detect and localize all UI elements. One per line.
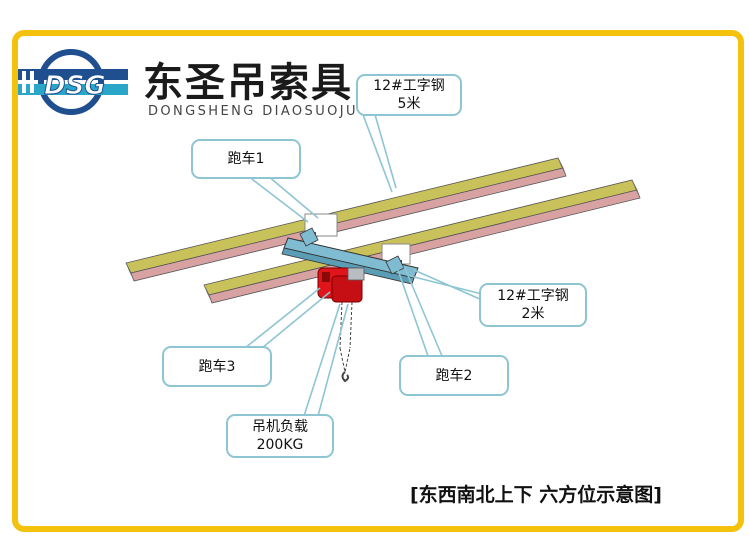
- callout-trolley-2: 跑车2: [399, 355, 509, 396]
- callout-beam-long-line1: 12#工字钢: [373, 78, 445, 94]
- company-name-cn: 东圣吊索具: [143, 59, 353, 106]
- dsg-logo-icon: DSG: [18, 49, 128, 115]
- long-i-beam-front: [203, 179, 641, 304]
- callout-trolley-3-label: 跑车3: [198, 358, 236, 375]
- short-cross-beam: [281, 227, 419, 285]
- leader-lines: [244, 103, 483, 417]
- callout-beam-long: 12#工字钢 5米: [356, 74, 462, 116]
- callout-hoist-load-line1: 吊机负载: [252, 419, 308, 435]
- company-name-en: DONGSHENG DIAOSUOJU: [148, 104, 358, 119]
- long-i-beam-back: [125, 157, 567, 282]
- callout-beam-short-line2: 2米: [521, 306, 545, 322]
- callout-hoist-load-line2: 200KG: [256, 437, 304, 453]
- svg-text:DSG: DSG: [44, 71, 106, 101]
- callout-trolley-2-label: 跑车2: [435, 367, 473, 384]
- callout-hoist-load: 吊机负载 200KG: [226, 414, 334, 458]
- callout-beam-short: 12#工字钢 2米: [479, 283, 587, 327]
- electric-hoist: [317, 267, 365, 383]
- callout-trolley-1-label: 跑车1: [227, 151, 265, 167]
- diagram-caption: [东西南北上下 六方位示意图]: [410, 484, 662, 506]
- callout-beam-long-line2: 5米: [397, 96, 421, 112]
- callout-trolley-3: 跑车3: [162, 346, 272, 387]
- callout-trolley-1: 跑车1: [191, 139, 301, 179]
- callout-beam-short-line1: 12#工字钢: [497, 288, 569, 304]
